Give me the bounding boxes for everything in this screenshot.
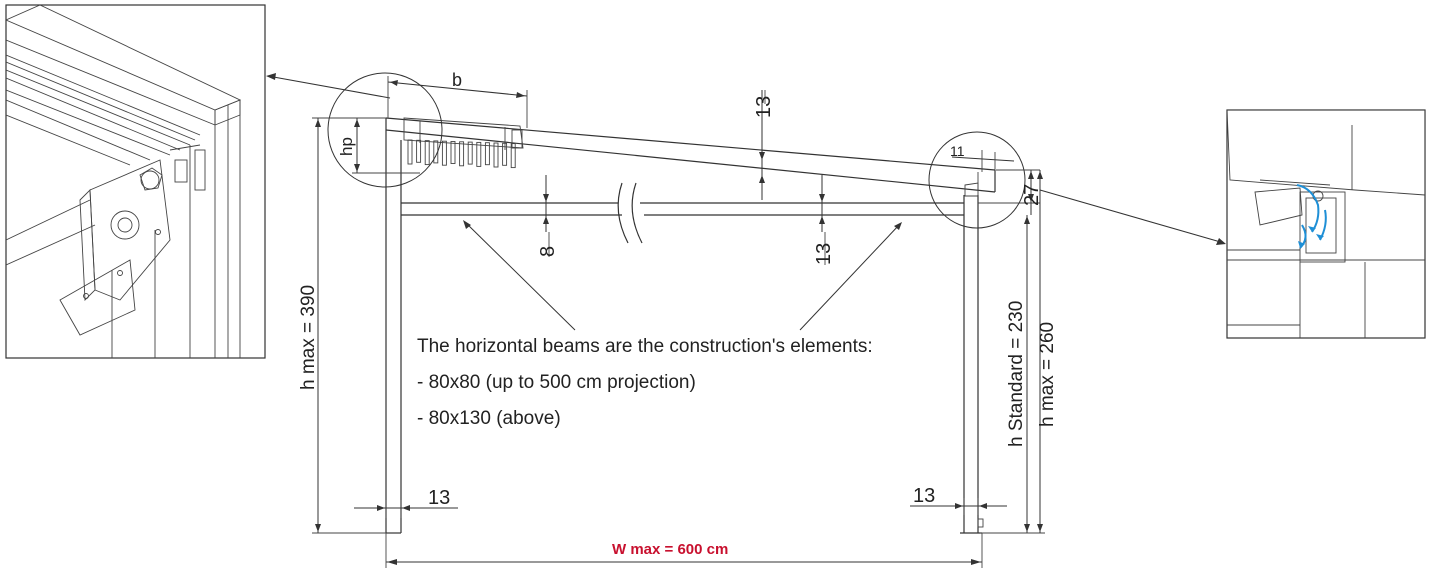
dim-roof-13-label: 13	[753, 96, 775, 118]
louvre-slat	[493, 142, 499, 168]
dim-hp-label: hp	[337, 137, 356, 156]
louvre-slat	[424, 140, 430, 166]
left-foot-13-label: 13	[428, 487, 450, 509]
left-detail-circle	[327, 72, 443, 188]
louvre-slat	[484, 142, 490, 166]
beam-note-item-2: - 80x130 (above)	[417, 408, 561, 429]
h-standard-label: h Standard = 230	[1006, 301, 1027, 447]
pergola-frame	[385, 117, 996, 534]
right-detail-circle	[928, 131, 1026, 229]
width-max-label: W max = 600 cm	[612, 541, 729, 558]
louvre-slat	[441, 140, 447, 166]
dim-beam-13-label: 13	[813, 243, 835, 265]
louvre-slat	[407, 139, 413, 165]
louvre-slat	[510, 143, 516, 169]
dim-8-label: 8	[537, 246, 559, 257]
beam-note-item-1: - 80x80 (up to 500 cm projection)	[417, 372, 696, 393]
beam-note-heading: The horizontal beams are the constructio…	[417, 336, 873, 357]
louvre-slat	[502, 142, 508, 166]
right-foot-13-label: 13	[913, 485, 935, 507]
dim-b-label: b	[452, 70, 462, 90]
louvre-slat	[459, 141, 465, 167]
louvre-slat	[450, 141, 456, 164]
note-leader-right	[799, 223, 901, 331]
louvre-slat	[416, 139, 422, 163]
dim-11-label: 11	[950, 143, 965, 159]
left-inset-leader	[267, 75, 391, 99]
h-max-260-label: h max = 260	[1037, 322, 1058, 427]
h-max-390-label: h max = 390	[298, 285, 319, 390]
right-detail-inset	[1226, 109, 1426, 339]
left-detail-inset	[5, 4, 266, 359]
louvre-slat	[467, 141, 473, 165]
note-leader-left	[464, 221, 576, 331]
louvre-slat	[476, 141, 482, 167]
dim-27-label: 27	[1021, 184, 1043, 206]
right-inset-leader	[1039, 189, 1225, 244]
